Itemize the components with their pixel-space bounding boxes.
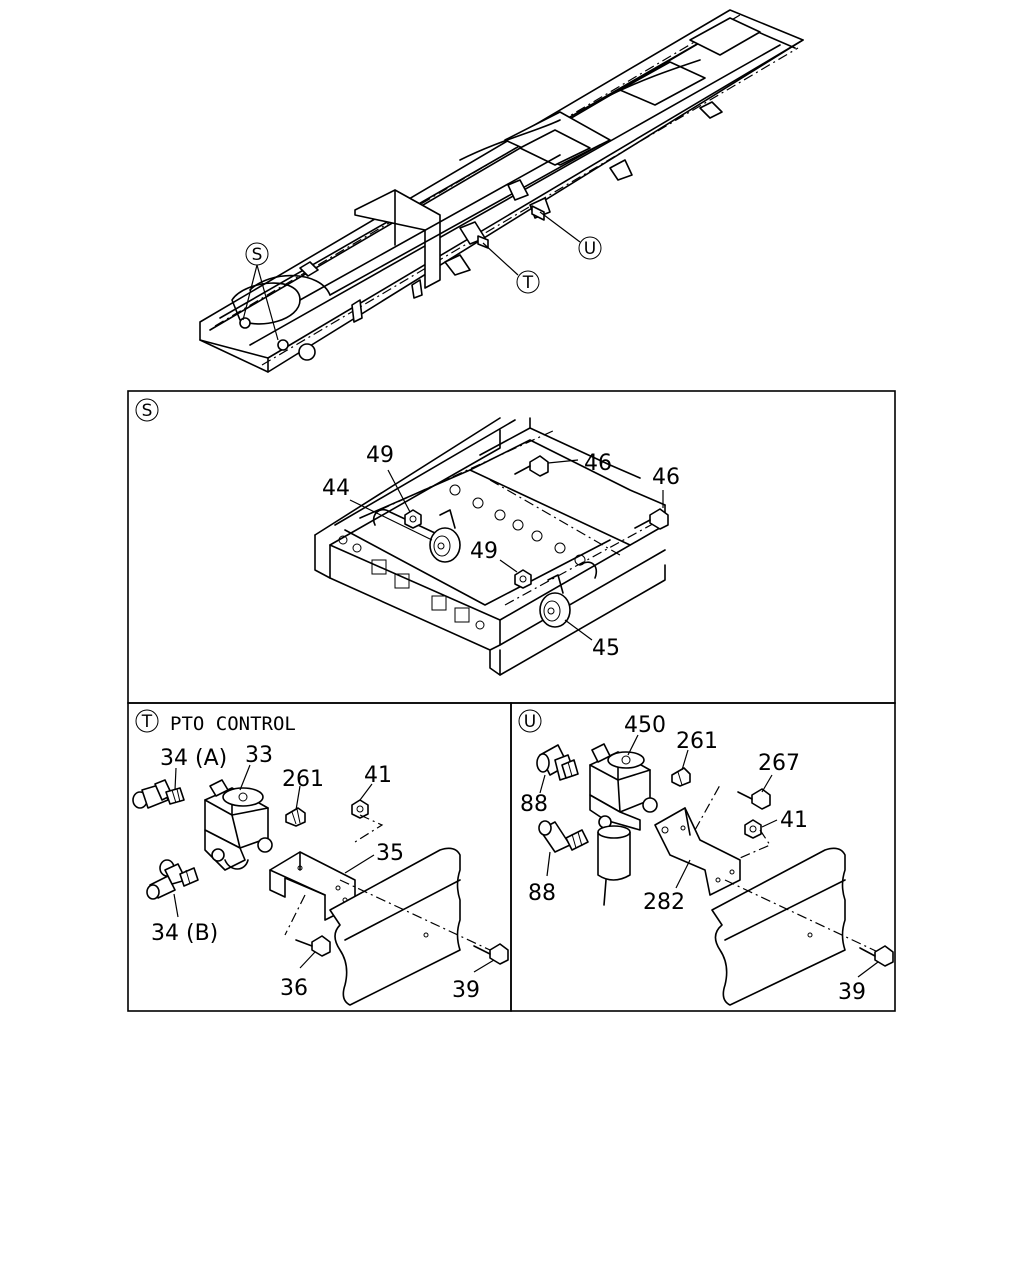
chassis-frame-overview: S T U <box>199 9 804 373</box>
panel-t-title: PTO CONTROL <box>170 713 296 735</box>
panel-u: U <box>518 709 894 1006</box>
bolt-36 <box>311 935 331 957</box>
panel-s: S <box>135 398 680 676</box>
fitting-34a <box>132 779 185 809</box>
label-88-lower: 88 <box>528 881 556 906</box>
label-49-upper: 49 <box>366 443 394 468</box>
label-41-t: 41 <box>364 763 392 788</box>
panel-t: T PTO CONTROL <box>132 709 509 1006</box>
nut-41-u <box>744 819 762 839</box>
label-46-right: 46 <box>652 465 680 490</box>
callout-t-overview-letter: T <box>522 273 534 293</box>
bolt-261-u <box>671 767 691 787</box>
label-34a: 34 (A) <box>160 746 227 771</box>
panel-t-letter: T <box>141 712 153 732</box>
panel-s-frame-rails <box>314 417 669 676</box>
label-46-upper: 46 <box>584 451 612 476</box>
label-261-u: 261 <box>676 729 718 754</box>
callout-t-overview <box>516 270 540 294</box>
label-44: 44 <box>322 476 350 501</box>
label-34b: 34 (B) <box>151 921 218 946</box>
label-282: 282 <box>643 890 685 915</box>
bolt-39-u <box>874 945 894 967</box>
solenoid-valve-33 <box>204 779 273 871</box>
callout-s-overview-letter: S <box>252 245 263 265</box>
panel-s-letter: S <box>142 401 153 421</box>
frame-rail-u <box>711 847 879 1006</box>
panel-u-letter: U <box>524 712 536 732</box>
fitting-88-upper <box>536 744 579 781</box>
callout-s-overview <box>245 242 269 266</box>
panel-s-letter-circle <box>135 398 159 422</box>
bolt-267 <box>737 788 771 810</box>
label-450: 450 <box>624 713 666 738</box>
label-45: 45 <box>592 636 620 661</box>
label-39-t: 39 <box>452 978 480 1003</box>
panel-t-letter-circle <box>135 709 159 733</box>
bolt-39 <box>489 943 509 965</box>
label-35: 35 <box>376 841 404 866</box>
bolt-261 <box>285 807 306 827</box>
label-88-upper: 88 <box>520 792 548 817</box>
label-39-u: 39 <box>838 980 866 1005</box>
label-49-lower: 49 <box>470 539 498 564</box>
label-36: 36 <box>280 976 308 1001</box>
callout-u-overview-letter: U <box>584 239 596 259</box>
label-267: 267 <box>758 751 800 776</box>
callout-u-overview <box>578 236 602 260</box>
frame-rail-t <box>329 847 491 1006</box>
label-41-u: 41 <box>780 808 808 833</box>
panel-u-letter-circle <box>518 709 542 733</box>
panel-u-frame <box>510 702 896 1012</box>
label-261-t: 261 <box>282 767 324 792</box>
bracket-282 <box>654 807 741 896</box>
fitting-34b <box>146 859 199 900</box>
label-33: 33 <box>245 743 273 768</box>
solenoid-valve-450 <box>589 743 658 906</box>
fitting-88-lower <box>538 820 589 853</box>
